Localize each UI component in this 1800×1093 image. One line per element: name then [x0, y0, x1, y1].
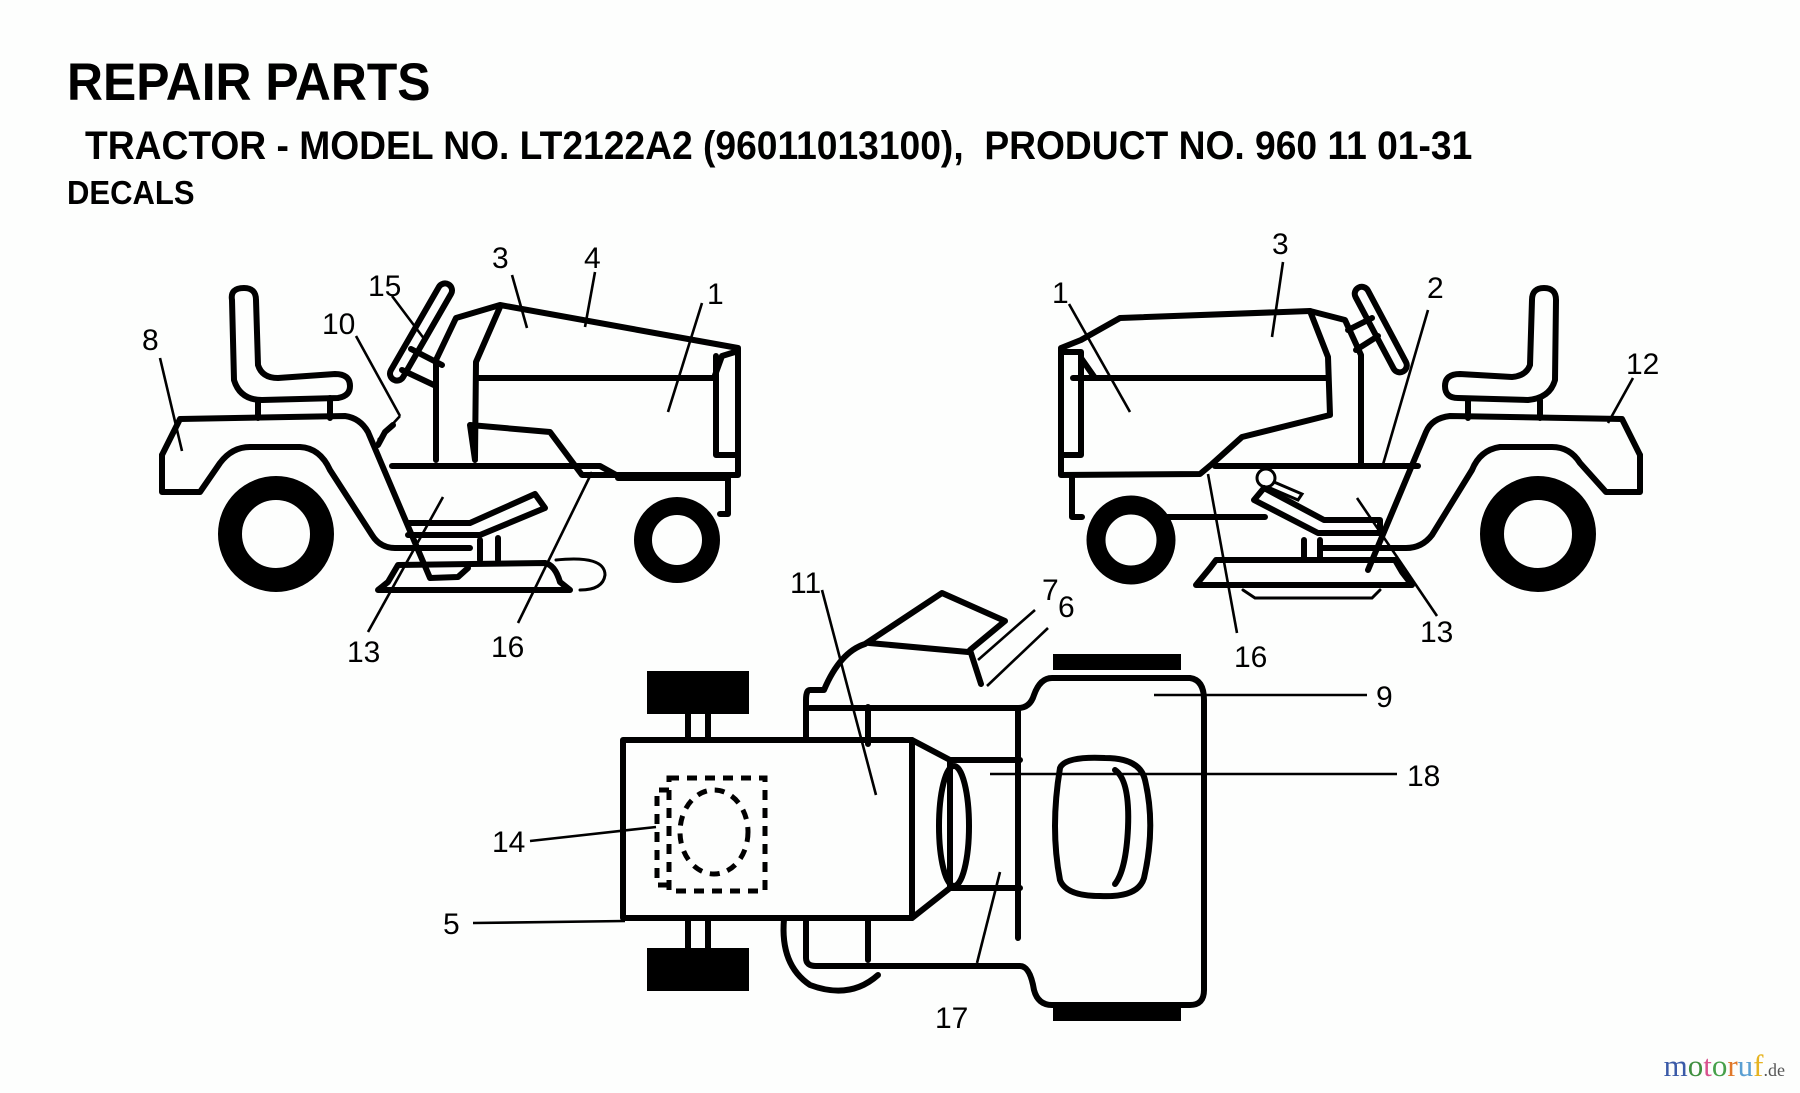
- engine-outline: [666, 775, 768, 894]
- steering-wheel: [1351, 283, 1410, 376]
- hood-body: [433, 302, 741, 478]
- deck-hanger: [1301, 537, 1323, 563]
- front-wheel: [1086, 495, 1176, 585]
- right-side-view-tractor: [1058, 283, 1643, 600]
- grille: [1058, 349, 1084, 458]
- watermark-tld: .de: [1763, 1060, 1786, 1080]
- callout-16: 16: [1234, 641, 1267, 674]
- callout-14: 14: [492, 826, 525, 859]
- front-wheel-left: [647, 671, 749, 714]
- callout-13: 13: [1420, 616, 1453, 649]
- callout-16: 16: [491, 631, 524, 664]
- hood-body: [1058, 308, 1333, 478]
- page-title: REPAIR PARTS: [67, 53, 431, 112]
- fender-lower: [159, 444, 473, 551]
- rear-wheel: [218, 476, 334, 592]
- air-filter-outline: [677, 787, 751, 877]
- callout-1: 1: [707, 278, 724, 311]
- callout-4: 4: [584, 242, 601, 275]
- front-frame: [615, 475, 731, 517]
- fender-lower: [1317, 444, 1643, 551]
- frame: [389, 463, 621, 479]
- callout-5: 5: [443, 908, 460, 941]
- footrest: [1251, 485, 1383, 536]
- callout-2: 2: [1427, 272, 1444, 305]
- watermark-letter: o: [1711, 1048, 1728, 1083]
- grass-catcher: [821, 590, 1008, 693]
- left-side-callouts: 8 15 10 3 4 1 13 16: [142, 242, 724, 669]
- seat-back: [1112, 767, 1132, 887]
- callout-17: 17: [935, 1002, 968, 1035]
- shift-lever: [1268, 480, 1305, 502]
- hood-top: [620, 737, 915, 921]
- right-side-callouts: 1 3 2 12 16 13: [1052, 228, 1659, 674]
- left-side-view-tractor: [159, 280, 741, 593]
- steering-hub: [936, 763, 972, 889]
- rear-wheel: [1480, 476, 1596, 592]
- deck-skirt: [1241, 588, 1382, 600]
- front-axle: [685, 711, 711, 951]
- model-subtitle: TRACTOR - MODEL NO. LT2122A2 (9601101310…: [85, 124, 1473, 168]
- engine-side: [654, 787, 669, 888]
- catcher-seam: [866, 640, 971, 655]
- seat: [228, 285, 353, 403]
- section-heading: DECALS: [67, 174, 195, 211]
- front-frame: [1069, 475, 1268, 520]
- top-view-callouts: 11 7 6 9 18 14 5 17: [443, 567, 1440, 1035]
- watermark-letter: m: [1663, 1048, 1688, 1083]
- mower-chute: [780, 916, 881, 994]
- mower-deck: [1193, 557, 1415, 588]
- callout-3: 3: [1272, 228, 1289, 261]
- callout-9: 9: [1376, 681, 1393, 714]
- callout-13: 13: [347, 636, 380, 669]
- seat-top: [1052, 754, 1154, 900]
- dash-sides: [947, 757, 1023, 891]
- top-view-tractor: [620, 590, 1207, 1021]
- watermark-letter: o: [1687, 1048, 1704, 1083]
- rear-fender: [159, 413, 471, 581]
- body-left-upper: [803, 687, 826, 741]
- grille-edge: [1078, 355, 1098, 381]
- callout-15: 15: [368, 270, 401, 303]
- hood-neck: [909, 737, 953, 921]
- front-wheel: [634, 497, 720, 583]
- hood-edge: [472, 304, 503, 461]
- callout-11: 11: [790, 567, 821, 600]
- callout-3: 3: [492, 242, 509, 275]
- dash-tower: [1307, 308, 1364, 468]
- front-wheel-right: [647, 948, 749, 991]
- deck-hanger: [477, 535, 501, 563]
- rear-wheel-bottom: [1053, 1005, 1181, 1021]
- callout-7: 7: [1042, 574, 1059, 607]
- shift-knob: [1255, 467, 1277, 489]
- watermark-letter: r: [1727, 1048, 1738, 1083]
- rear-fender: [1365, 413, 1643, 573]
- callout-10: 10: [322, 308, 355, 341]
- body-outline: [803, 675, 1207, 1008]
- watermark-letter: u: [1737, 1048, 1754, 1083]
- deck-cable: [554, 557, 607, 592]
- callout-18: 18: [1407, 760, 1440, 793]
- watermark-logo: motoruf.de: [1664, 1050, 1785, 1081]
- watermark-letter: t: [1703, 1048, 1712, 1083]
- hood-seam: [473, 349, 738, 381]
- callout-12: 12: [1626, 348, 1659, 381]
- callout-8: 8: [142, 324, 159, 357]
- rear-wheel-top: [1053, 654, 1181, 670]
- footrest: [405, 491, 548, 538]
- callout-1: 1: [1052, 277, 1069, 310]
- callout-6: 6: [1058, 591, 1075, 624]
- seat: [1442, 285, 1559, 403]
- grille: [713, 353, 739, 458]
- watermark-letter: f: [1753, 1048, 1764, 1083]
- mower-deck: [375, 560, 573, 593]
